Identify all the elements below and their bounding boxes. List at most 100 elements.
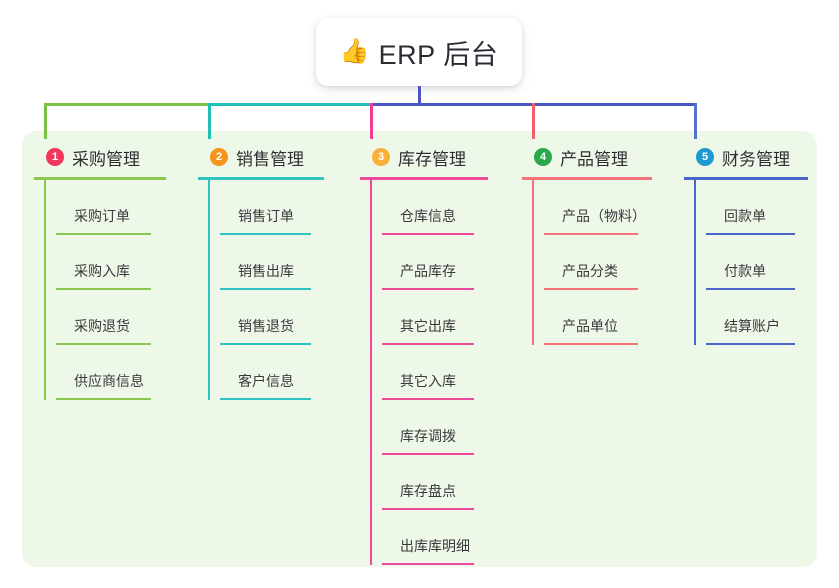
- diagram-panel: [22, 131, 817, 567]
- drop-stem-1: [44, 103, 47, 139]
- list-item[interactable]: 采购退货: [56, 290, 166, 345]
- list-item-rule: [220, 288, 311, 290]
- thumbs-up-icon: 👍: [339, 38, 370, 65]
- column-spine: [694, 180, 696, 345]
- drop-stem-4: [532, 103, 535, 139]
- list-item-rule: [220, 398, 311, 400]
- list-item[interactable]: 付款单: [706, 235, 808, 290]
- list-item-rule: [544, 288, 638, 290]
- list-item-rule: [706, 288, 795, 290]
- list-item-label: 仓库信息: [400, 208, 456, 224]
- list-item[interactable]: 采购订单: [56, 180, 166, 235]
- list-item-label: 结算账户: [724, 318, 780, 334]
- list-item-label: 采购入库: [74, 263, 130, 279]
- column-库存管理: 3 库存管理仓库信息产品库存其它出库其它入库库存调拨库存盘点出库库明细: [360, 143, 488, 565]
- column-items: 销售订单销售出库销售退货客户信息: [198, 180, 324, 400]
- list-item[interactable]: 销售订单: [220, 180, 324, 235]
- column-index-badge: 2: [210, 148, 228, 166]
- list-item-rule: [56, 233, 151, 235]
- list-item-rule: [382, 508, 474, 510]
- column-index-badge: 3: [372, 148, 390, 166]
- list-item-label: 销售出库: [238, 263, 294, 279]
- column-header-库存管理[interactable]: 3 库存管理: [360, 143, 488, 171]
- root-stem: [418, 86, 421, 106]
- list-item-rule: [56, 398, 151, 400]
- drop-stem-3: [370, 103, 373, 139]
- list-item-label: 库存盘点: [400, 483, 456, 499]
- column-title: 库存管理: [398, 149, 466, 169]
- column-header-rule: [522, 177, 652, 180]
- list-item-rule: [544, 233, 638, 235]
- bar-green: [44, 103, 211, 106]
- column-items: 产品（物料） 产品分类产品单位: [522, 180, 652, 345]
- list-item[interactable]: 产品分类: [544, 235, 652, 290]
- list-item-label: 供应商信息: [74, 373, 144, 389]
- column-items: 采购订单采购入库采购退货供应商信息: [34, 180, 166, 400]
- list-item[interactable]: 产品单位: [544, 290, 652, 345]
- column-title: 采购管理: [72, 149, 140, 169]
- column-spine: [532, 180, 534, 345]
- list-item-label: 采购订单: [74, 208, 130, 224]
- column-spine: [44, 180, 46, 400]
- root-node-erp-backend[interactable]: 👍 ERP 后台: [316, 18, 522, 86]
- list-item[interactable]: 采购入库: [56, 235, 166, 290]
- column-spine: [370, 180, 372, 565]
- list-item-rule: [220, 343, 311, 345]
- list-item[interactable]: 销售出库: [220, 235, 324, 290]
- column-header-财务管理[interactable]: 5 财务管理: [684, 143, 808, 171]
- column-spine: [208, 180, 210, 400]
- list-item[interactable]: 出库库明细: [382, 510, 488, 565]
- column-header-rule: [360, 177, 488, 180]
- list-item-label: 销售订单: [238, 208, 294, 224]
- list-item-rule: [382, 453, 474, 455]
- column-index-badge: 5: [696, 148, 714, 166]
- list-item[interactable]: 回款单: [706, 180, 808, 235]
- list-item-rule: [56, 343, 151, 345]
- column-财务管理: 5 财务管理回款单付款单结算账户: [684, 143, 808, 345]
- list-item[interactable]: 销售退货: [220, 290, 324, 345]
- list-item-label: 销售退货: [238, 318, 294, 334]
- root-node-title: ERP 后台: [378, 39, 499, 70]
- list-item-rule: [220, 233, 311, 235]
- list-item-label: 产品分类: [562, 263, 618, 279]
- list-item[interactable]: 仓库信息: [382, 180, 488, 235]
- list-item-label: 产品单位: [562, 318, 618, 334]
- list-item[interactable]: 库存盘点: [382, 455, 488, 510]
- column-header-rule: [34, 177, 166, 180]
- list-item-label: 客户信息: [238, 373, 294, 389]
- list-item[interactable]: 其它出库: [382, 290, 488, 345]
- list-item-rule: [706, 233, 795, 235]
- list-item[interactable]: 产品库存: [382, 235, 488, 290]
- list-item[interactable]: 产品（物料）: [544, 180, 652, 235]
- list-item-rule: [382, 563, 474, 565]
- list-item[interactable]: 结算账户: [706, 290, 808, 345]
- list-item-label: 产品库存: [400, 263, 456, 279]
- list-item-label: 出库库明细: [400, 538, 470, 554]
- drop-stem-2: [208, 103, 211, 139]
- column-title: 财务管理: [722, 149, 790, 169]
- list-item[interactable]: 其它入库: [382, 345, 488, 400]
- column-title: 销售管理: [236, 149, 304, 169]
- list-item-label: 付款单: [724, 263, 766, 279]
- list-item[interactable]: 库存调拨: [382, 400, 488, 455]
- list-item-rule: [56, 288, 151, 290]
- column-items: 仓库信息产品库存其它出库其它入库库存调拨库存盘点出库库明细: [360, 180, 488, 565]
- list-item[interactable]: 客户信息: [220, 345, 324, 400]
- list-item-label: 产品（物料）: [562, 208, 646, 224]
- column-销售管理: 2 销售管理销售订单销售出库销售退货客户信息: [198, 143, 324, 400]
- drop-stem-5: [694, 103, 697, 139]
- bar-teal: [208, 103, 373, 106]
- list-item-rule: [382, 343, 474, 345]
- list-item-rule: [382, 288, 474, 290]
- list-item-label: 其它入库: [400, 373, 456, 389]
- list-item-label: 库存调拨: [400, 428, 456, 444]
- list-item-label: 其它出库: [400, 318, 456, 334]
- column-header-销售管理[interactable]: 2 销售管理: [198, 143, 324, 171]
- list-item[interactable]: 供应商信息: [56, 345, 166, 400]
- column-header-rule: [198, 177, 324, 180]
- column-index-badge: 4: [534, 148, 552, 166]
